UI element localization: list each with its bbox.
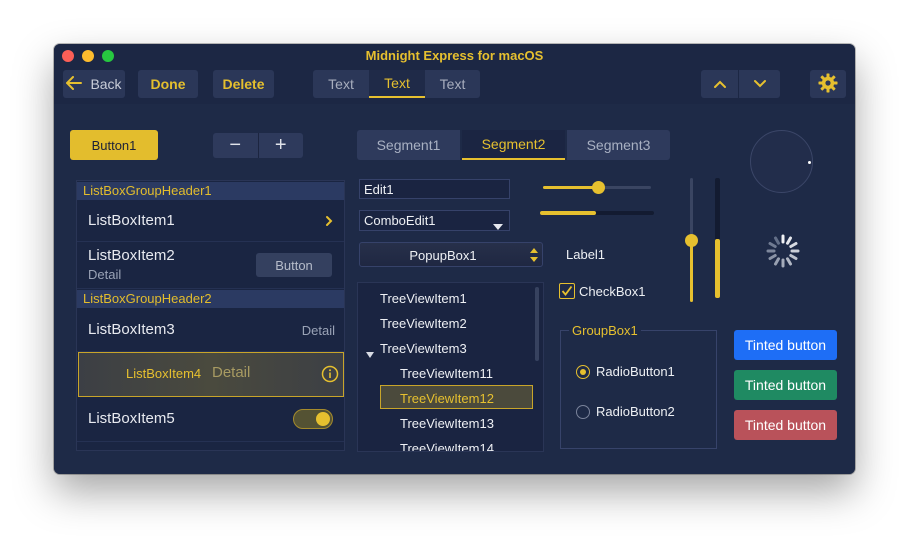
listbox-item-detail: Detail <box>301 323 335 338</box>
combo-edit1[interactable]: ComboEdit1 <box>359 210 510 231</box>
back-button-label: Back <box>90 76 122 92</box>
tinted-button-green[interactable]: Tinted button <box>734 370 837 400</box>
groupbox1: GroupBox1 RadioButton1 RadioButton2 <box>560 323 717 449</box>
popup-box1[interactable]: PopupBox1 <box>359 242 543 267</box>
segment-1[interactable]: Segment1 <box>357 130 460 160</box>
listbox-item-detail: Detail <box>88 267 122 282</box>
checkbox1-label[interactable]: CheckBox1 <box>579 284 646 299</box>
toolbar-segment-3[interactable]: Text <box>425 70 480 98</box>
toggle-knob <box>316 412 330 426</box>
tinted-button-blue[interactable]: Tinted button <box>734 330 837 360</box>
tree-item-11[interactable]: TreeViewItem11 <box>400 366 493 381</box>
back-arrow-icon <box>66 75 83 93</box>
vslider-track[interactable] <box>685 178 698 302</box>
close-window-button[interactable] <box>62 50 74 62</box>
checkmark-icon <box>561 285 573 296</box>
checkbox1[interactable] <box>559 283 575 299</box>
label1: Label1 <box>566 247 606 262</box>
content-area: Button1 − + ListBoxGroupHeader1 ListBoxI… <box>54 104 855 474</box>
button1[interactable]: Button1 <box>70 130 158 160</box>
groupbox1-title: GroupBox1 <box>569 323 641 338</box>
progress1-track <box>540 211 654 215</box>
move-down-button[interactable] <box>739 70 780 98</box>
listbox-item-2[interactable]: ListBoxItem2 Detail Button <box>77 243 344 289</box>
vprogress-fill <box>715 239 720 298</box>
vprogress-track <box>715 178 720 298</box>
stepper-minus-button[interactable]: − <box>213 133 259 158</box>
radio-button-1[interactable] <box>576 365 590 379</box>
radio-button-2[interactable] <box>576 405 590 419</box>
rotary-knob[interactable] <box>750 130 813 193</box>
listbox-item-1[interactable]: ListBoxItem1 <box>77 200 344 242</box>
radio-button-1-label[interactable]: RadioButton1 <box>596 364 675 379</box>
up-down-arrows-icon <box>529 247 539 268</box>
toolbar: Back Done Delete Text Text Text <box>54 68 855 104</box>
tinted-button-red[interactable]: Tinted button <box>734 410 837 440</box>
combo-edit1-value: ComboEdit1 <box>364 213 436 228</box>
toolbar-segment-1[interactable]: Text <box>313 70 369 98</box>
listbox-item-button[interactable]: Button <box>256 253 332 277</box>
done-button[interactable]: Done <box>138 70 198 98</box>
tree-item-13[interactable]: TreeViewItem13 <box>400 416 494 431</box>
listbox-group-header-2: ListBoxGroupHeader2 <box>77 290 344 308</box>
slider1-track[interactable] <box>543 181 651 194</box>
listbox: ListBoxGroupHeader1 ListBoxItem1 ListBox… <box>76 180 345 451</box>
slider1-thumb[interactable] <box>592 181 605 194</box>
activity-spinner <box>765 233 801 269</box>
disclosure-triangle-icon[interactable] <box>366 345 374 363</box>
chevron-up-icon <box>713 76 727 92</box>
stepper-plus-button[interactable]: + <box>274 134 287 156</box>
move-up-button[interactable] <box>701 70 738 98</box>
listbox-item-label: ListBoxItem2 <box>88 247 175 264</box>
progress1-fill <box>540 211 596 215</box>
tree-item-12-selected[interactable]: TreeViewItem12 <box>380 385 533 409</box>
knob-indicator <box>808 161 811 164</box>
radio-button-2-label[interactable]: RadioButton2 <box>596 404 675 419</box>
listbox-item-detail: Detail <box>212 364 251 381</box>
app-window: Midnight Express for macOS Back Done Del… <box>54 44 855 474</box>
title-bar: Midnight Express for macOS <box>54 44 855 68</box>
listbox-item-4[interactable]: ListBoxItem4 Detail <box>78 352 344 397</box>
popup-box1-value: PopupBox1 <box>409 248 477 263</box>
segment-3[interactable]: Segment3 <box>567 130 670 160</box>
radio-dot <box>580 369 586 375</box>
tree-view: TreeViewItem1 TreeViewItem2 TreeViewItem… <box>357 282 544 452</box>
tree-item-2[interactable]: TreeViewItem2 <box>380 316 467 331</box>
back-button[interactable]: Back <box>63 70 125 98</box>
listbox-item-label: ListBoxItem1 <box>88 212 175 229</box>
settings-button[interactable] <box>810 70 846 98</box>
listbox-item-label: ListBoxItem5 <box>88 410 175 427</box>
listbox-item-label: ListBoxItem4 <box>126 366 202 381</box>
listbox-item-3[interactable]: ListBoxItem3 Detail <box>77 308 344 352</box>
tree-item-12-label: TreeViewItem12 <box>400 391 494 406</box>
vslider-thumb[interactable] <box>685 234 698 247</box>
segment-2[interactable]: Segment2 <box>462 130 565 160</box>
delete-button[interactable]: Delete <box>213 70 274 98</box>
window-title: Midnight Express for macOS <box>365 48 544 63</box>
tree-scrollbar[interactable] <box>535 287 539 361</box>
gear-icon <box>818 73 838 96</box>
listbox-item-toggle[interactable] <box>293 409 333 429</box>
chevron-down-icon <box>753 76 767 92</box>
slider1-fill <box>543 186 598 189</box>
dropdown-arrow-icon[interactable] <box>493 218 503 233</box>
tree-item-1[interactable]: TreeViewItem1 <box>380 291 467 306</box>
zoom-window-button[interactable] <box>102 50 114 62</box>
info-icon[interactable] <box>321 365 339 388</box>
vslider-fill <box>690 240 693 302</box>
stepper[interactable]: − + <box>213 133 303 158</box>
chevron-right-icon <box>325 214 333 232</box>
tree-item-14[interactable]: TreeViewItem14 <box>400 441 494 452</box>
toolbar-segment-2[interactable]: Text <box>369 70 425 98</box>
listbox-group-header-1: ListBoxGroupHeader1 <box>77 182 344 200</box>
tree-item-3[interactable]: TreeViewItem3 <box>380 341 467 356</box>
listbox-item-5[interactable]: ListBoxItem5 <box>77 398 344 442</box>
edit1-field[interactable]: Edit1 <box>359 179 510 199</box>
listbox-item-label: ListBoxItem3 <box>88 321 175 338</box>
minimize-window-button[interactable] <box>82 50 94 62</box>
